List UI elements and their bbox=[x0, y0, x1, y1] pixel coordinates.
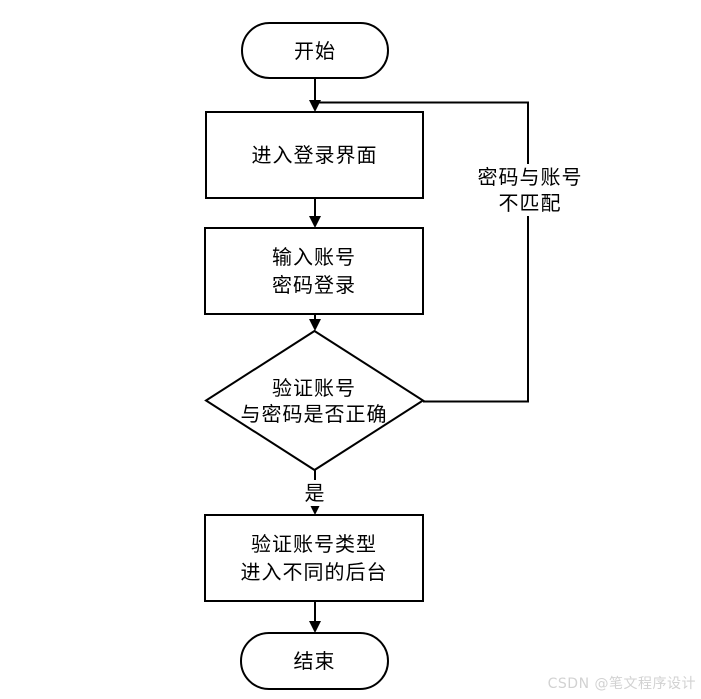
mismatch-edge-label: 密码与账号 不匹配 bbox=[460, 164, 600, 216]
verify-type-label: 验证账号类型 进入不同的后台 bbox=[205, 515, 423, 601]
end-label: 结束 bbox=[241, 633, 388, 689]
arrowhead-into-decision bbox=[309, 319, 321, 331]
arrowhead-into-input-box bbox=[309, 216, 321, 228]
input-credentials-line2: 密码登录 bbox=[272, 273, 356, 297]
mismatch-edge-line1: 密码与账号 bbox=[477, 165, 583, 189]
mismatch-edge-line2: 不匹配 bbox=[498, 191, 562, 215]
end-terminator-shape bbox=[240, 632, 389, 690]
arrowhead-into-end bbox=[309, 621, 321, 633]
process-enter-login-shape bbox=[205, 111, 424, 199]
feedback-loop-line bbox=[315, 101, 529, 403]
arrowhead-into-login-box bbox=[309, 100, 321, 112]
start-label-text: 开始 bbox=[294, 38, 336, 63]
input-credentials-label: 输入账号 密码登录 bbox=[205, 228, 423, 314]
verify-type-line2: 进入不同的后台 bbox=[240, 560, 388, 584]
verify-decision-label: 验证账号 与密码是否正确 bbox=[205, 331, 423, 470]
process-verify-type-shape bbox=[204, 514, 424, 602]
start-terminator-shape bbox=[241, 22, 389, 79]
arrowhead-into-verify-type-box bbox=[309, 503, 321, 515]
process-input-credentials-shape bbox=[204, 227, 424, 315]
start-label: 开始 bbox=[242, 23, 388, 78]
verify-decision-line2: 与密码是否正确 bbox=[240, 401, 388, 426]
verify-type-line1: 验证账号类型 bbox=[251, 532, 377, 556]
verify-decision-line1: 验证账号 bbox=[272, 375, 356, 400]
csdn-watermark: CSDN @笔文程序设计 bbox=[547, 676, 696, 692]
yes-edge-label: 是 bbox=[302, 480, 328, 506]
end-label-text: 结束 bbox=[293, 649, 336, 673]
enter-login-label: 进入登录界面 bbox=[206, 112, 423, 198]
decision-verify-shape bbox=[204, 329, 425, 472]
yes-edge-label-text: 是 bbox=[304, 481, 326, 505]
enter-login-label-text: 进入登录界面 bbox=[251, 143, 378, 167]
input-credentials-line1: 输入账号 bbox=[272, 245, 356, 269]
